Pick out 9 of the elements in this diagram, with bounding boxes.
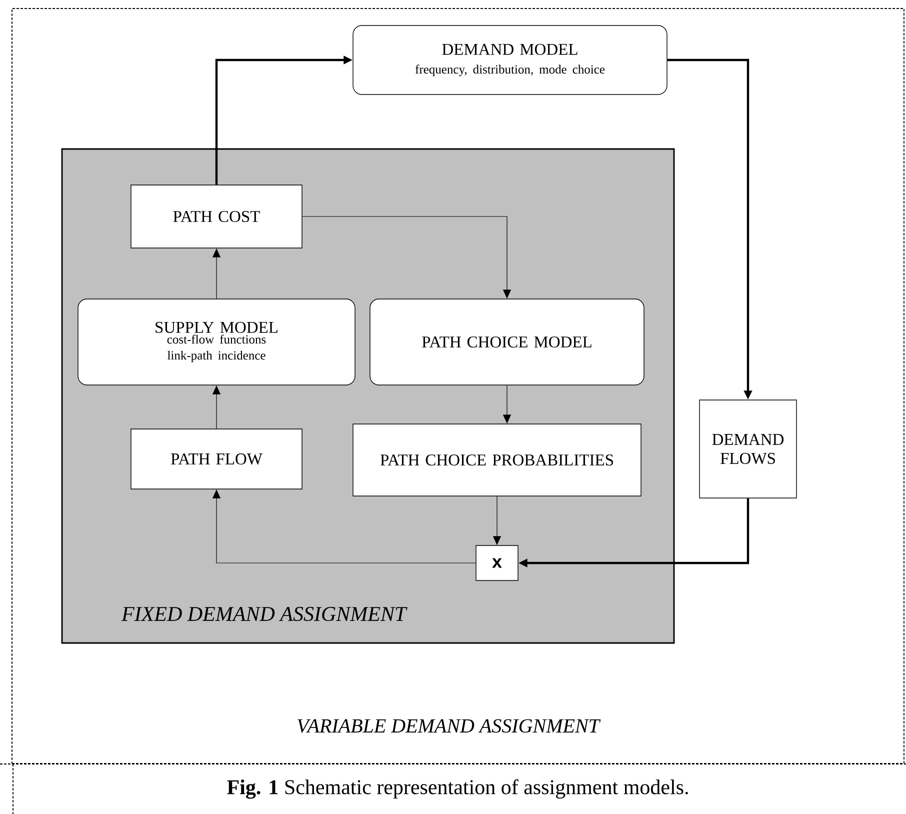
rounded-box: SUPPLY MODEL cost-flow functions link-path incidence [78,298,356,386]
rounded-box: PATH CHOICE MODEL [370,298,644,386]
process-box: PATH COST [130,184,302,248]
process-box: PATH CHOICE PROBABILITIES [352,424,642,496]
process-box: PATH FLOW [130,428,302,490]
caption: Fig. 1 Schematic representation of assignment models. [227,779,688,799]
multiply-box: x [476,545,518,581]
process-box: DEMAND FLOWS [699,400,797,498]
rounded-box: DEMAND MODEL frequency, distribution, mode choice [352,25,668,95]
